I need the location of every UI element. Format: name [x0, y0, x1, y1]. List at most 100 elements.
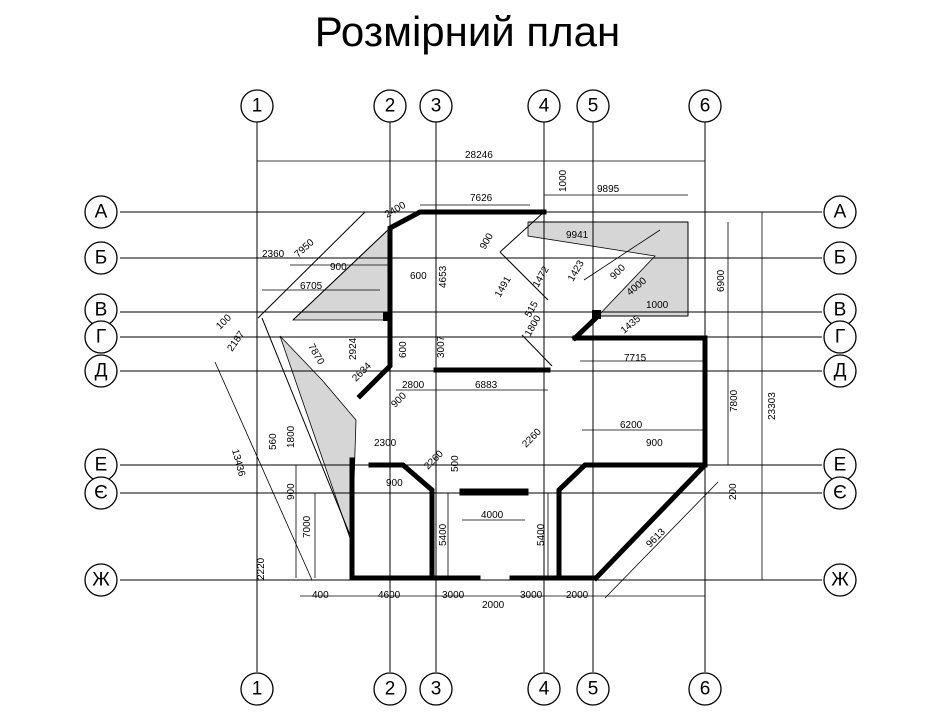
axis-bubble-row-zh-right	[823, 563, 857, 597]
dim-1000-b: 1000	[646, 300, 669, 311]
dim-900-g: 900	[386, 478, 403, 489]
dimension-lines	[214, 160, 763, 599]
dim-2260-b: 2260	[520, 426, 544, 450]
dim-7870: 7870	[305, 342, 326, 367]
dim-2800: 2800	[402, 380, 425, 391]
axis-bubble-col-6-top	[688, 89, 722, 123]
axis-bubble-row-b-right	[823, 241, 857, 275]
axis-bubble-col-2-top	[373, 89, 407, 123]
svg-text:4: 4	[539, 96, 550, 117]
column-bubbles-bottom: 1 2 3 4 5 6	[240, 672, 722, 706]
dim-overall-height: 23303	[767, 392, 778, 420]
wall-north	[387, 209, 547, 239]
dim-1800-a: 1800	[523, 313, 544, 338]
shaded-area-west	[279, 335, 357, 545]
dim-2000-a: 2000	[482, 600, 505, 611]
dim-6900: 6900	[716, 269, 727, 292]
dim-9895: 9895	[597, 184, 620, 195]
dim-6883: 6883	[475, 380, 498, 391]
dim-1491: 1491	[493, 274, 514, 299]
axis-bubble-col-3-top	[419, 89, 453, 123]
svg-text:Д: Д	[95, 361, 108, 382]
svg-text:В: В	[834, 300, 847, 321]
svg-text:1: 1	[252, 96, 263, 117]
dim-2187: 2187	[225, 329, 247, 354]
dim-4000-b: 4000	[481, 510, 504, 521]
axis-bubble-row-d-left	[84, 354, 118, 388]
dim-9941: 9941	[566, 230, 589, 241]
axis-bubble-col-5-top	[576, 89, 610, 123]
svg-text:Б: Б	[95, 248, 107, 269]
dim-2000-b: 2000	[566, 590, 589, 601]
axis-bubble-col-4-top	[527, 89, 561, 123]
svg-text:2: 2	[385, 679, 396, 700]
svg-text:В: В	[95, 300, 108, 321]
axis-bubble-row-a-right	[823, 195, 857, 229]
dim-2924: 2924	[348, 337, 359, 360]
dim-200: 200	[728, 483, 739, 500]
dim-6705: 6705	[300, 281, 323, 292]
dim-900-d: 900	[389, 390, 409, 410]
dim-400: 400	[312, 590, 329, 601]
svg-text:Е: Е	[834, 455, 847, 476]
column-post-east	[592, 310, 601, 319]
dim-900-f: 900	[286, 483, 297, 500]
dim-2220: 2220	[256, 557, 267, 580]
dim-3000-b: 3000	[520, 590, 543, 601]
dim-13436: 13436	[229, 448, 247, 478]
axis-bubble-col-2-bottom	[373, 672, 407, 706]
axis-bubble-col-5-bottom	[576, 672, 610, 706]
svg-text:6: 6	[700, 679, 711, 700]
wall-inner-right	[556, 462, 708, 581]
dim-560: 560	[268, 433, 279, 450]
dim-900-a: 900	[330, 262, 347, 273]
dim-7626: 7626	[470, 193, 493, 204]
svg-text:А: А	[834, 202, 847, 223]
svg-text:4: 4	[539, 679, 550, 700]
dim-7715: 7715	[624, 353, 647, 364]
svg-text:5: 5	[588, 96, 599, 117]
construction-lines	[257, 211, 689, 541]
dim-600-a: 600	[410, 271, 427, 282]
dim-2360: 2360	[262, 249, 285, 260]
dim-7000: 7000	[302, 515, 313, 538]
dim-2260-a: 2260	[422, 448, 446, 472]
dim-6200: 6200	[620, 420, 643, 431]
column-post	[383, 312, 392, 321]
axis-bubble-row-ye-left	[84, 476, 118, 510]
dim-1800-b: 1800	[286, 425, 297, 448]
dim-1000-top: 1000	[558, 169, 569, 192]
svg-text:Д: Д	[834, 361, 847, 382]
row-bubbles-right: А Б В Г Д Е Є Ж	[823, 195, 857, 597]
dim-600-b: 600	[398, 341, 409, 358]
dim-2300: 2300	[374, 438, 397, 449]
dim-3007: 3007	[436, 335, 447, 358]
wall-center-left	[356, 233, 393, 400]
dim-900-e: 900	[646, 438, 663, 449]
dim-5400-a: 5400	[438, 523, 449, 546]
row-axis-lines	[120, 211, 822, 581]
wall-inner-left	[368, 462, 435, 581]
dim-900-c: 900	[608, 262, 628, 282]
axis-bubble-row-zh-left	[84, 563, 118, 597]
dim-1435: 1435	[619, 313, 643, 336]
column-bubbles-top: 1 2 3 4 5 6	[240, 89, 722, 123]
svg-text:3: 3	[431, 679, 442, 700]
svg-text:Ж: Ж	[831, 570, 849, 591]
dim-500: 500	[450, 455, 461, 472]
svg-text:Ж: Ж	[92, 570, 110, 591]
dim-4600: 4600	[378, 590, 401, 601]
axis-bubble-col-4-bottom	[527, 672, 561, 706]
axis-bubble-col-6-bottom	[688, 672, 722, 706]
wall-east	[572, 335, 708, 582]
dim-9613: 9613	[644, 526, 668, 550]
dim-7800: 7800	[729, 389, 740, 412]
svg-text:6: 6	[700, 96, 711, 117]
dim-overall-width: 28246	[465, 150, 493, 161]
svg-text:Г: Г	[96, 327, 106, 348]
axis-bubble-row-b-left	[84, 241, 118, 275]
svg-text:5: 5	[588, 679, 599, 700]
dim-4653: 4653	[438, 265, 449, 288]
svg-text:3: 3	[431, 96, 442, 117]
